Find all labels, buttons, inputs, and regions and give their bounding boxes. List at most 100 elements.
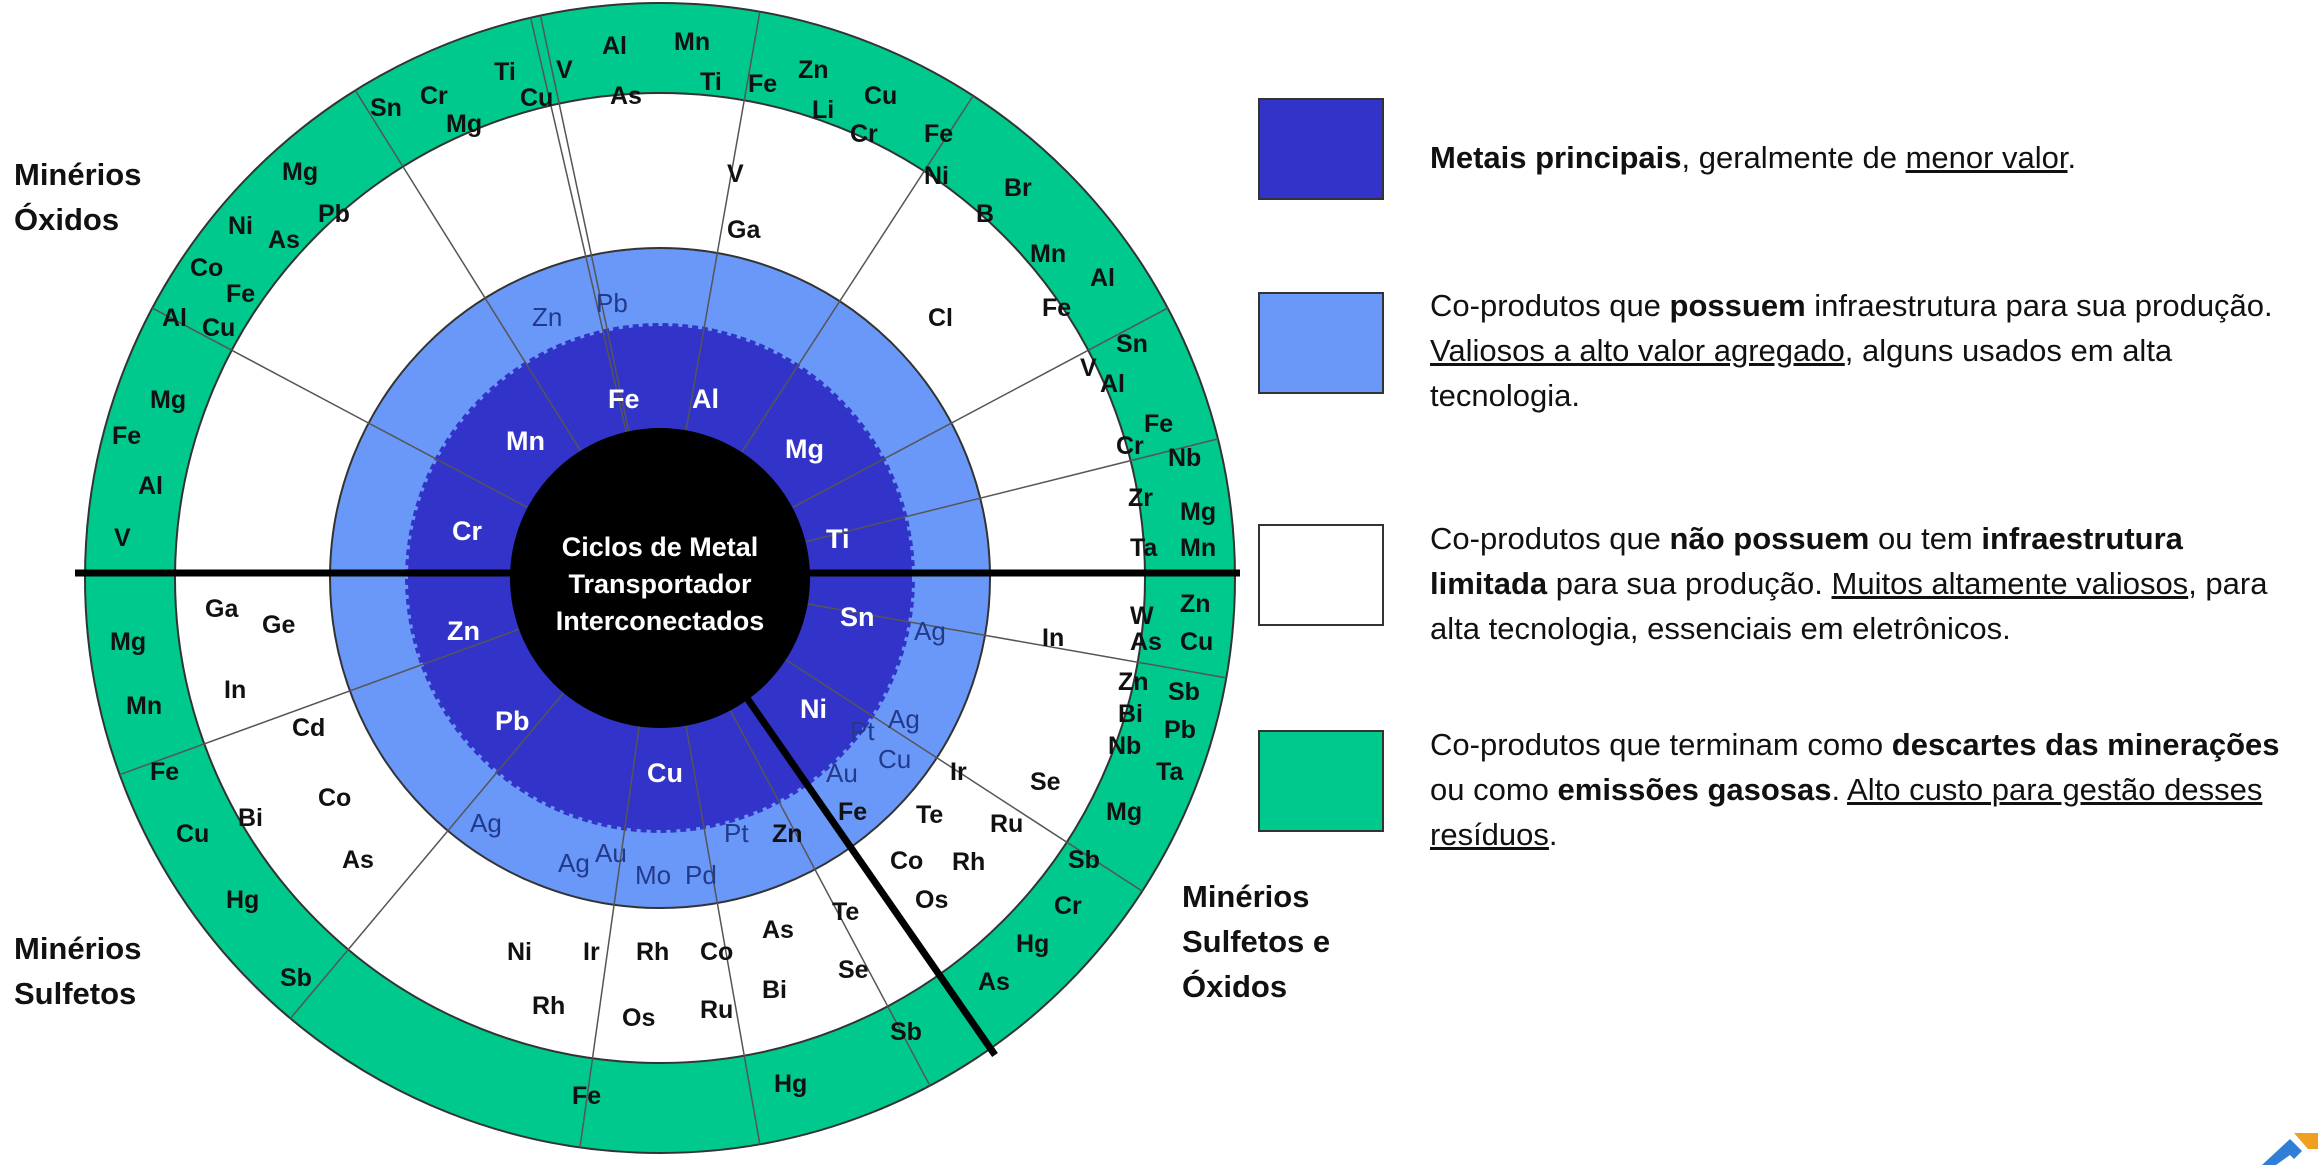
element-symbol: Zn bbox=[532, 302, 562, 332]
sector-divider bbox=[729, 710, 931, 1087]
element-symbol: Rh bbox=[636, 938, 669, 966]
element-symbol: Zn bbox=[798, 56, 829, 84]
element-symbol: Ru bbox=[700, 996, 733, 1024]
element-symbol: Cu bbox=[202, 314, 235, 342]
element-symbol: Cu bbox=[878, 744, 911, 774]
element-symbol: Bi bbox=[1118, 700, 1143, 728]
legend-swatch bbox=[1258, 98, 1384, 200]
element-symbol: Fe bbox=[1144, 410, 1173, 438]
element-symbol: Cr bbox=[420, 82, 448, 110]
element-symbol: Ti bbox=[826, 524, 850, 554]
element-symbol: Ni bbox=[507, 938, 532, 966]
legend-text-fragment: ou como bbox=[1430, 772, 1558, 807]
element-symbol: Pt bbox=[724, 818, 749, 848]
sector-divider bbox=[529, 17, 627, 433]
element-symbol: Sb bbox=[1168, 678, 1200, 706]
element-symbol: Se bbox=[838, 956, 869, 984]
metal-wheel-diagram: Ciclos de Metal Transportador Interconec… bbox=[75, 2, 1240, 1154]
sector-divider bbox=[792, 307, 1169, 509]
legend-text-fragment: Alto custo para gestão desses resíduos bbox=[1430, 772, 2263, 852]
region-line: Minérios bbox=[1182, 879, 1310, 914]
element-symbol: Te bbox=[832, 898, 859, 926]
element-symbol: Al bbox=[1090, 264, 1115, 292]
element-symbol: Ga bbox=[205, 595, 239, 623]
legend-text-fragment: Valiosos a alto valor agregado bbox=[1430, 333, 1845, 368]
element-symbol: Rh bbox=[532, 992, 565, 1020]
element-symbol: Ti bbox=[700, 68, 722, 96]
element-symbol: Hg bbox=[226, 886, 259, 914]
element-symbol: Zr bbox=[1128, 484, 1153, 512]
element-symbol: Mo bbox=[635, 860, 671, 890]
element-symbol: Mn bbox=[674, 28, 710, 56]
element-symbol: V bbox=[727, 160, 744, 188]
element-symbol: Fe bbox=[608, 384, 640, 414]
element-symbol: Ni bbox=[924, 162, 949, 190]
legend-text: Co-produtos que não possuem ou tem infra… bbox=[1430, 516, 2290, 651]
legend-text-fragment: Co-produtos que bbox=[1430, 288, 1670, 323]
legend-text-fragment: possuem bbox=[1669, 288, 1806, 323]
coproduct-limited-labels: V Ga Cl In Ga Ge In Cd Co Bi As Ir Se Te… bbox=[205, 160, 1064, 1032]
element-symbol: Rh bbox=[952, 848, 985, 876]
element-symbol: Al bbox=[1100, 370, 1125, 398]
legend-text-fragment: Metais principais bbox=[1430, 140, 1682, 175]
region-line: Minérios bbox=[14, 931, 142, 966]
element-symbol: Li bbox=[812, 96, 834, 124]
element-symbol: Fe bbox=[572, 1082, 601, 1110]
element-symbol: Pb bbox=[1164, 716, 1196, 744]
element-symbol: Pd bbox=[685, 860, 717, 890]
element-symbol: In bbox=[1042, 624, 1064, 652]
legend-text: Co-produtos que terminam como descartes … bbox=[1430, 722, 2290, 857]
element-symbol: V bbox=[114, 524, 131, 552]
sector-divider bbox=[289, 692, 565, 1019]
region-line: Minérios bbox=[14, 157, 142, 192]
element-symbol: B bbox=[976, 200, 994, 228]
region-line: Sulfetos e bbox=[1182, 924, 1331, 959]
element-symbol: Au bbox=[826, 758, 858, 788]
element-symbol: Bi bbox=[762, 976, 787, 1004]
region-label-oxides: Minérios Óxidos bbox=[14, 152, 141, 242]
element-symbol: Zn bbox=[772, 820, 803, 848]
legend-text-fragment: para sua produção. bbox=[1547, 566, 1832, 601]
element-symbol: W bbox=[1130, 602, 1154, 630]
element-symbol: Co bbox=[190, 254, 223, 282]
legend-swatch bbox=[1258, 292, 1384, 394]
element-symbol: Nb bbox=[1108, 732, 1141, 760]
region-line: Sulfetos bbox=[14, 976, 137, 1011]
element-symbol: Cu bbox=[176, 820, 209, 848]
sector-divider bbox=[151, 307, 528, 509]
element-symbol: In bbox=[224, 676, 246, 704]
element-symbol: Ti bbox=[494, 58, 516, 86]
element-symbol: Sn bbox=[370, 94, 402, 122]
element-symbol: Mn bbox=[126, 692, 162, 720]
sector-divider bbox=[741, 95, 974, 453]
region-line: Óxidos bbox=[14, 202, 120, 237]
legend-swatch bbox=[1258, 730, 1384, 832]
legend-text-fragment: . bbox=[2067, 140, 2077, 175]
element-symbol: Sb bbox=[280, 964, 312, 992]
element-symbol: As bbox=[978, 968, 1010, 996]
divider-diagonal bbox=[737, 686, 998, 1057]
element-symbol: Mn bbox=[506, 426, 545, 456]
element-symbol: Nb bbox=[1168, 444, 1201, 472]
element-symbol: Ag bbox=[914, 616, 946, 646]
center-line-3: Interconectados bbox=[556, 606, 765, 636]
element-symbol: Ag bbox=[558, 848, 590, 878]
element-symbol: Pb bbox=[495, 706, 530, 736]
element-symbol: Zn bbox=[447, 616, 480, 646]
sector-divider bbox=[785, 659, 1143, 892]
legend-text-fragment: . bbox=[1831, 772, 1848, 807]
element-symbol: Al bbox=[692, 384, 719, 414]
element-symbol: Al bbox=[162, 304, 187, 332]
element-symbol: Ni bbox=[800, 694, 827, 724]
sector-divider bbox=[579, 726, 640, 1148]
sector-divider bbox=[119, 628, 520, 776]
element-symbol: Se bbox=[1030, 768, 1061, 796]
element-symbol: Sn bbox=[1116, 330, 1148, 358]
element-symbol: Ta bbox=[1156, 758, 1184, 786]
element-symbol: Br bbox=[1004, 174, 1032, 202]
element-symbol: Mg bbox=[1106, 798, 1142, 826]
element-symbol: Pb bbox=[596, 288, 628, 318]
legend-text-fragment: Co-produtos que bbox=[1430, 521, 1670, 556]
legend-text-fragment: infraestrutura para sua produção. bbox=[1805, 288, 2273, 323]
element-symbol: Co bbox=[700, 938, 733, 966]
